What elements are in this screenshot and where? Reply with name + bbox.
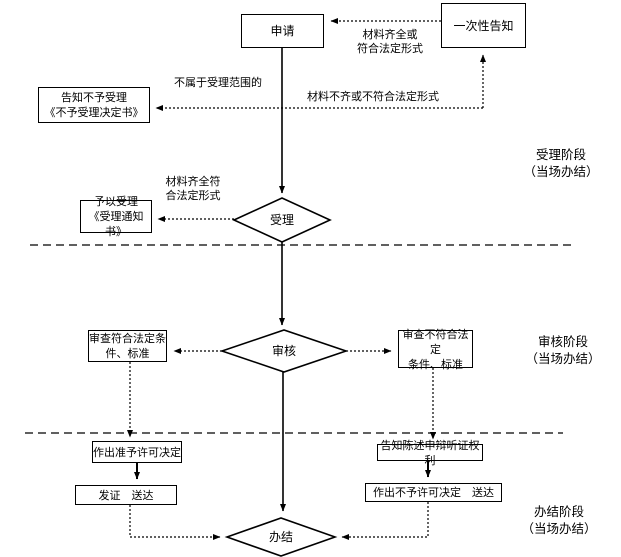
apply-label: 申请 [270,24,295,38]
stage-complete-note: （当场办结） [521,521,597,536]
stage-label-accept: 受理阶段 （当场办结） [518,146,604,180]
reject-notice-line2: 《不予受理决定书》 [44,106,144,119]
edge-label-complete-or-legal: 材料齐全或 符合法定形式 [350,28,430,56]
stage-accept-note: （当场办结） [523,164,599,179]
not-meet-conditions-line2: 条件、标准 [408,357,463,371]
reject-notice-line1: 告知不予受理 [61,91,127,104]
notify-rights-label: 告知陈述申辩听证权利 [380,438,480,467]
edge-deny-to-complete [341,502,429,540]
meet-conditions-line2: 件、标准 [105,347,150,360]
reject-notice-box: 告知不予受理 《不予受理决定书》 [38,87,150,123]
complete-diamond-shape [224,517,338,557]
stage-label-complete: 办结阶段 （当场办结） [516,503,602,537]
one-time-notice-label: 一次性告知 [453,18,514,33]
apply-box: 申请 [241,14,324,48]
accept-diamond-shape [232,197,332,243]
grant-decision-label: 作出准予许可决定 [93,445,181,459]
accept-notice-box: 予以受理 《受理通知书》 [80,195,152,238]
edge-issue-to-complete [129,505,221,540]
meet-conditions-line1: 审查符合法定条 [89,332,166,345]
deny-deliver-box: 作出不予许可决定 送达 [365,483,502,502]
complete-diamond-label: 办结 [268,530,293,544]
not-meet-conditions-line1: 审查不符合法定 [402,327,469,356]
accept-diamond-label: 受理 [269,213,294,227]
edge-label-complete-or-legal-line2: 符合法定形式 [357,42,423,55]
edge-label-incomplete-or-illegal: 材料不齐或不符合法定形式 [307,90,439,103]
edge-label-not-in-scope: 不属于受理范围的 [174,76,262,89]
edge-label-complete-meet-legal: 材料齐全符 合法定形式 [162,175,224,203]
issue-deliver-box: 发证 送达 [75,485,177,505]
edge-label-complete-meet-legal-line1: 材料齐全符 [165,175,221,188]
deny-deliver-label: 作出不予许可决定 送达 [373,486,494,499]
not-meet-conditions-box: 审查不符合法定 条件、标准 [398,327,473,371]
edge-label-complete-meet-legal-line2: 合法定形式 [165,189,221,202]
accept-notice-line1: 予以受理 [94,195,138,208]
edge-label-complete-or-legal-line1: 材料齐全或 [362,28,418,41]
review-diamond-label: 审核 [271,344,296,358]
grant-decision-box: 作出准予许可决定 [92,441,182,463]
stage-review-name: 审核阶段 [537,334,588,349]
stage-label-review: 审核阶段 （当场办结） [520,333,606,367]
stage-review-note: （当场办结） [525,351,601,366]
accept-notice-line2: 《受理通知书》 [88,210,144,238]
one-time-notice-box: 一次性告知 [441,3,526,48]
notify-rights-box: 告知陈述申辩听证权利 [377,439,483,467]
review-diamond-shape [219,329,349,373]
stage-accept-name: 受理阶段 [535,147,586,162]
meet-conditions-box: 审查符合法定条 件、标准 [88,330,167,362]
issue-deliver-label: 发证 送达 [98,488,154,502]
stage-complete-name: 办结阶段 [533,504,584,519]
